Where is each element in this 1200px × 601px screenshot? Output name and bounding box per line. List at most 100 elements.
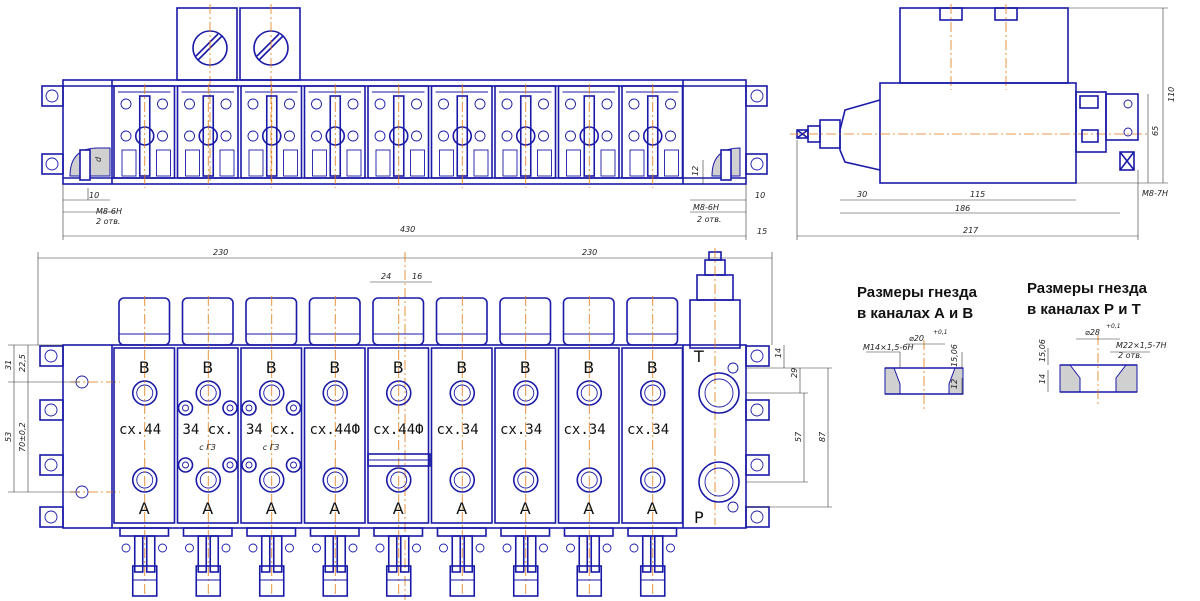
port-b-label: B bbox=[583, 358, 594, 377]
dim-16: 16 bbox=[412, 272, 422, 281]
right-tie-bolts bbox=[745, 345, 770, 528]
top-section bbox=[240, 84, 303, 188]
valve-section: B Aсх.44 bbox=[113, 296, 176, 597]
dim-115: 115 bbox=[970, 190, 985, 199]
port-a-label: A bbox=[583, 499, 594, 518]
tank-port bbox=[698, 372, 740, 414]
port-a-label: A bbox=[520, 499, 531, 518]
dim-end-15: 15 bbox=[757, 227, 767, 236]
port-b-label: B bbox=[139, 358, 150, 377]
dim-overall-430: 430 bbox=[400, 225, 415, 234]
top-body bbox=[62, 79, 747, 185]
detail-ab: Размеры гнезда в каналах А и В M14×1,5-6… bbox=[857, 284, 978, 410]
port-a-label: A bbox=[139, 499, 150, 518]
dim-height-12: 12 bbox=[691, 166, 700, 176]
detail-pt-tol: +0,1 bbox=[1106, 323, 1121, 330]
section-scheme-sublabel: с ГЗ bbox=[199, 443, 216, 452]
dim-22-5: 22,5 bbox=[18, 354, 27, 372]
top-section bbox=[113, 84, 176, 188]
detail-ab-caption-1: Размеры гнезда bbox=[857, 284, 978, 301]
section-scheme-label: сх.34 bbox=[437, 422, 479, 438]
detail-pt-14: 14 bbox=[1038, 374, 1047, 384]
port-b-label: B bbox=[329, 358, 340, 377]
dim-65: 65 bbox=[1151, 126, 1160, 136]
top-section bbox=[557, 84, 620, 188]
valve-section: B Aсх.34 bbox=[430, 296, 493, 597]
side-cap bbox=[899, 7, 1069, 84]
valve-section: B Aсх.34 bbox=[621, 296, 684, 597]
section-scheme-label: 34 сх. bbox=[183, 422, 234, 438]
port-b-label: B bbox=[266, 358, 277, 377]
port-b-label: B bbox=[393, 358, 404, 377]
dim-70: 70±0,2 bbox=[18, 422, 27, 452]
port-a-label: A bbox=[266, 499, 277, 518]
pressure-port-label: P bbox=[694, 508, 704, 527]
dim-thread-left: M8-6H bbox=[96, 207, 122, 216]
section-scheme-label: сх.34 bbox=[500, 422, 542, 438]
detail-pt-thread: M22×1,5-7H bbox=[1116, 341, 1167, 350]
port-b-label: B bbox=[520, 358, 531, 377]
port-a-label: A bbox=[202, 499, 213, 518]
port-a-label: A bbox=[647, 499, 658, 518]
detail-ab-thread: M14×1,5-6H bbox=[863, 343, 914, 352]
dim-gap-10: 10 bbox=[755, 191, 765, 200]
valve-section: B Aсх.34 bbox=[494, 296, 557, 597]
port-a-label: A bbox=[456, 499, 467, 518]
section-scheme-label: сх.44 bbox=[119, 422, 161, 438]
detail-pt-hatch-left bbox=[1059, 364, 1081, 393]
dim-186: 186 bbox=[955, 204, 970, 213]
dim-holes-right: 2 отв. bbox=[697, 215, 721, 224]
tank-port-label: T bbox=[693, 347, 704, 366]
section-scheme-label: 34 сх. bbox=[246, 422, 297, 438]
top-section bbox=[494, 84, 557, 188]
dim-24: 24 bbox=[381, 272, 391, 281]
section-scheme-sublabel: с ГЗ bbox=[263, 443, 280, 452]
top-section bbox=[621, 84, 684, 188]
section-scheme-label: сх.44Ф bbox=[373, 422, 424, 438]
dim-230-right: 230 bbox=[582, 248, 597, 257]
detail-pt-caption-1: Размеры гнезда bbox=[1027, 280, 1148, 297]
dim-57: 57 bbox=[794, 431, 803, 442]
detail-pt-holes: 2 отв. bbox=[1118, 351, 1142, 360]
detail-ab-tol: +0,1 bbox=[933, 329, 948, 336]
valve-section: B A 34 сх. с ГЗ bbox=[240, 296, 303, 597]
dim-110: 110 bbox=[1167, 87, 1176, 102]
dim-30: 30 bbox=[857, 190, 867, 199]
section-scheme-label: сх.34 bbox=[627, 422, 669, 438]
detail-pt-depth: 15,06 bbox=[1038, 339, 1047, 362]
detail-ab-hatch-left bbox=[884, 367, 901, 395]
top-section bbox=[303, 84, 366, 188]
front-view: 230 230 24 16 bbox=[4, 248, 832, 600]
top-section bbox=[367, 84, 430, 188]
section-scheme-label: сх.44Ф bbox=[310, 422, 361, 438]
detail-pt-hatch-right bbox=[1115, 364, 1138, 393]
left-tie-bolts bbox=[39, 345, 120, 528]
detail-ab-depth: 15,06 bbox=[950, 344, 959, 367]
detail-ab-12: 12 bbox=[950, 379, 959, 389]
dim-31: 31 bbox=[4, 360, 13, 370]
dim-holes-left: 2 отв. bbox=[96, 217, 120, 226]
port-b-label: B bbox=[647, 358, 658, 377]
top-view: d 10 M8-6H 2 отв. M8-6H 2 отв. 12 10 430… bbox=[41, 4, 768, 240]
side-view: 110 65 30 115 186 217 M8-7H bbox=[790, 4, 1176, 240]
top-section bbox=[176, 84, 239, 188]
detail-pt-caption-2: в каналах Р и Т bbox=[1027, 301, 1141, 318]
port-b-label: B bbox=[456, 358, 467, 377]
detail-pt: Размеры гнезда в каналах Р и Т ⌀28 +0,1 … bbox=[1027, 280, 1167, 405]
dim-87: 87 bbox=[818, 431, 827, 442]
side-body bbox=[879, 82, 1077, 184]
top-sections bbox=[113, 84, 684, 188]
section-scheme-label: сх.34 bbox=[564, 422, 606, 438]
dim-217: 217 bbox=[963, 226, 979, 235]
dim-14-front: 14 bbox=[774, 348, 783, 358]
detail-ab-caption-2: в каналах А и В bbox=[857, 305, 973, 322]
dim-d: d bbox=[94, 156, 103, 162]
dim-thread-right: M8-6H bbox=[693, 203, 719, 212]
detail-pt-diameter: ⌀28 bbox=[1085, 328, 1100, 337]
dim-thread-side: M8-7H bbox=[1142, 189, 1168, 198]
